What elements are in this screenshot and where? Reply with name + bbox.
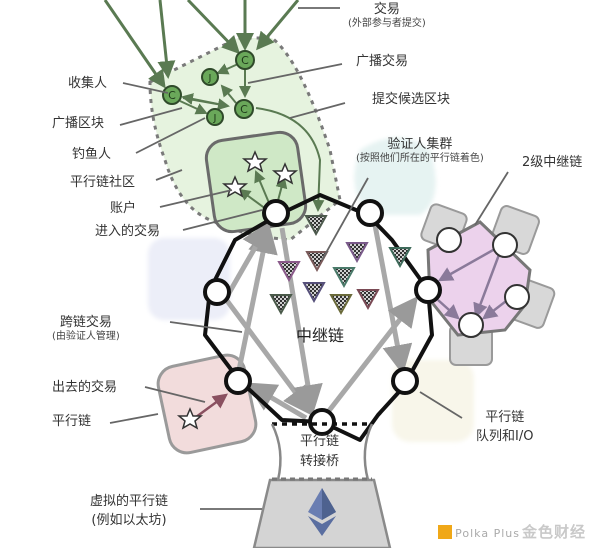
relay-node [224,367,252,395]
parachain-bridge [252,422,392,548]
label-parachain-queue-line1: 平行链 [485,410,525,425]
label-validator-pool-text: 验证人集群 [387,137,453,152]
validator-icon [277,261,301,283]
validator-icon [356,289,380,311]
ethereum-logo-icon [308,488,336,536]
svg-text:J: J [208,73,212,84]
label-transaction-text: 交易 [373,2,400,17]
validator-icon [304,215,328,237]
faded-parachain-cyan [354,137,436,215]
label-broadcast-block: 广播区块 [52,116,105,131]
collator-network: C C C J J [162,50,325,212]
validator-icon [332,267,356,289]
label-outbound-tx: 出去的交易 [52,380,118,395]
label-validator-pool: 验证人集群 (按照他们所在的平行链着色) [356,137,484,165]
validator-icon [388,247,412,269]
incoming-transactions-arrows [103,0,300,89]
fisherman-node: J [201,68,219,86]
cross-chain-message-arrows [222,220,419,421]
svg-text:C: C [241,54,249,67]
label-bridge: 平行链 转接桥 [300,434,339,469]
label-cross-chain-tx: 跨链交易 (由验证人管理) [52,315,120,343]
second-order-relay-chain [420,203,556,366]
label-relay-chain: 中继链 [296,326,345,345]
validator-icon [345,242,369,264]
label-account: 账户 [110,201,137,216]
relay-node [391,367,419,395]
collator-node: C [162,85,182,105]
relay-nodes [203,199,442,436]
svg-text:J: J [213,113,217,124]
validator-icon [302,282,326,304]
label-parachain-queue: 平行链 队列和I/O [476,410,533,444]
svg-text:C: C [240,103,248,116]
label-virtual-parachain-sub: (例如以太坊) [91,512,167,528]
account-star-icon [271,162,299,185]
parachain-accounts-box [204,130,308,234]
relay-node [414,276,442,304]
validator-icon [269,294,293,316]
label-virtual-parachain: 虚拟的平行链 (例如以太坊) [90,494,168,528]
label-second-order-relay: 2级中继链 [522,155,583,170]
label-parachain-community: 平行链社区 [70,175,136,190]
collator-node: C [235,50,255,70]
svg-text:C: C [168,89,176,102]
label-virtual-parachain-text: 虚拟的平行链 [90,494,169,509]
label-submit-candidate: 提交候选区块 [372,92,451,107]
label-bridge-line2: 转接桥 [300,453,340,469]
relay-node [262,199,290,227]
bridge-node [308,408,336,436]
parachain-account-star-icon [176,407,204,430]
relay-node [203,278,231,306]
watermark-cn: 金色财经 [521,523,586,541]
label-cross-chain-tx-sub: (由验证人管理) [52,330,120,342]
validator-icon [329,294,353,316]
label-cross-chain-tx-text: 跨链交易 [59,315,112,330]
label-collator: 收集人 [68,76,108,91]
parachain-pink [156,353,258,455]
watermark-en: Polka Plus [455,527,520,540]
label-transaction-sub: (外部参与者提交) [348,17,426,29]
collator-node: C [234,99,254,119]
watermark-logo-icon [438,525,453,539]
relay-node [356,199,384,227]
label-fisherman: 钓鱼人 [72,147,112,162]
fisherman-node: J [206,108,224,126]
label-parachain: 平行链 [52,414,92,429]
label-inbound-tx: 进入的交易 [95,224,161,239]
label-bridge-line1: 平行链 [300,434,340,449]
label-broadcast-tx: 广播交易 [356,54,409,69]
label-validator-pool-sub: (按照他们所在的平行链着色) [356,152,484,164]
label-parachain-queue-line2: 队列和I/O [476,428,534,444]
account-star-icon [241,150,269,173]
validator-pool [269,215,412,316]
validator-icon [305,251,329,273]
leader-lines [109,7,509,510]
label-transaction: 交易 (外部参与者提交) [348,2,426,30]
